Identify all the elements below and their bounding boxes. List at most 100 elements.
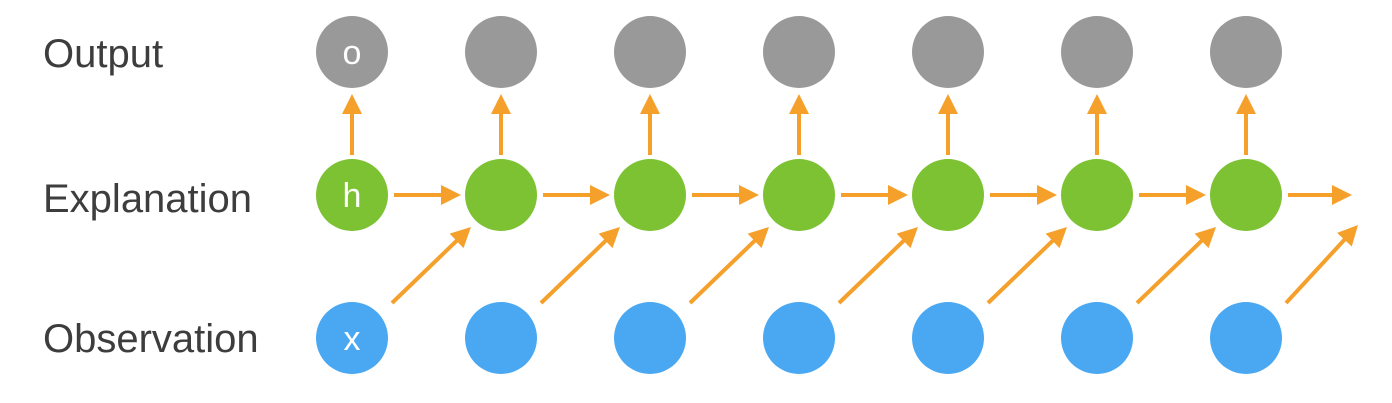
observation-to-hidden-arrow-3-head bbox=[747, 227, 769, 249]
hidden-to-hidden-arrow-3-head bbox=[739, 185, 759, 205]
hidden-to-hidden-arrow-1 bbox=[394, 185, 461, 205]
output-node-3-circle bbox=[614, 16, 686, 88]
hidden-to-hidden-arrow-3 bbox=[692, 185, 759, 205]
observation-to-hidden-arrow-7-shaft bbox=[1284, 236, 1348, 305]
output-node-7 bbox=[1210, 16, 1282, 88]
observation-node-5-circle bbox=[912, 302, 984, 374]
observation-node-6 bbox=[1061, 302, 1133, 374]
hidden-node-1-circle bbox=[316, 159, 388, 231]
observation-to-hidden-arrow-6 bbox=[1135, 227, 1216, 305]
observation-to-hidden-arrow-7 bbox=[1284, 225, 1358, 305]
output-node-5-circle bbox=[912, 16, 984, 88]
observation-to-hidden-arrow-6-head bbox=[1194, 227, 1216, 249]
output-node-2-circle bbox=[465, 16, 537, 88]
hidden-node-3-circle bbox=[614, 159, 686, 231]
output-node-1-circle bbox=[316, 16, 388, 88]
observation-node-7 bbox=[1210, 302, 1282, 374]
observation-node-7-circle bbox=[1210, 302, 1282, 374]
observation-to-hidden-arrow-2 bbox=[539, 227, 620, 305]
observation-to-hidden-arrow-5-head bbox=[1045, 227, 1067, 249]
output-node-1: o bbox=[316, 16, 388, 88]
hidden-to-output-arrow-5-head bbox=[938, 94, 958, 114]
output-node-3 bbox=[614, 16, 686, 88]
hidden-node-2-circle bbox=[465, 159, 537, 231]
output-node-7-circle bbox=[1210, 16, 1282, 88]
hidden-to-output-arrow-5 bbox=[938, 94, 958, 155]
hidden-to-output-arrow-6-head bbox=[1087, 94, 1107, 114]
hidden-to-hidden-arrow-4 bbox=[841, 185, 908, 205]
hidden-to-hidden-arrow-6 bbox=[1139, 185, 1206, 205]
hidden-node-4-circle bbox=[763, 159, 835, 231]
observation-to-hidden-arrow-7-head bbox=[1337, 225, 1358, 247]
observation-to-hidden-arrow-5-shaft bbox=[986, 238, 1056, 305]
observation-node-6-circle bbox=[1061, 302, 1133, 374]
hidden-to-output-arrow-4 bbox=[789, 94, 809, 155]
observation-node-2-circle bbox=[465, 302, 537, 374]
hidden-to-hidden-arrow-1-head bbox=[441, 185, 461, 205]
observation-node-4 bbox=[763, 302, 835, 374]
hidden-to-output-arrow-1 bbox=[342, 94, 362, 155]
observation-row-label: Observation bbox=[43, 317, 259, 361]
observation-node-letter: x bbox=[344, 320, 361, 358]
hidden-to-output-arrow-7-head bbox=[1236, 94, 1256, 114]
hidden-to-output-arrow-2 bbox=[491, 94, 511, 155]
observation-to-hidden-arrow-4-shaft bbox=[837, 238, 907, 305]
explanation-row-label: Explanation bbox=[43, 177, 252, 221]
observation-to-hidden-arrow-1-shaft bbox=[390, 238, 460, 305]
observation-to-hidden-arrow-1-head bbox=[449, 227, 471, 249]
output-node-2 bbox=[465, 16, 537, 88]
observation-to-hidden-arrow-2-shaft bbox=[539, 238, 609, 305]
observation-to-hidden-arrow-2-head bbox=[598, 227, 620, 249]
observation-node-5 bbox=[912, 302, 984, 374]
observation-to-hidden-arrow-3 bbox=[688, 227, 769, 305]
observation-node-1-circle bbox=[316, 302, 388, 374]
observation-to-hidden-arrow-5 bbox=[986, 227, 1067, 305]
hidden-to-hidden-arrow-4-head bbox=[888, 185, 908, 205]
hidden-node-1: h bbox=[316, 159, 388, 231]
observation-to-hidden-arrow-3-shaft bbox=[688, 238, 758, 305]
output-node-letter: o bbox=[343, 34, 362, 72]
hidden-to-output-arrow-3-head bbox=[640, 94, 660, 114]
observation-to-hidden-arrow-6-shaft bbox=[1135, 238, 1205, 305]
hidden-node-5-circle bbox=[912, 159, 984, 231]
hidden-to-output-arrow-1-head bbox=[342, 94, 362, 114]
hidden-to-hidden-arrow-2-head bbox=[590, 185, 610, 205]
observation-node-2 bbox=[465, 302, 537, 374]
output-node-6-circle bbox=[1061, 16, 1133, 88]
hidden-to-output-arrow-4-head bbox=[789, 94, 809, 114]
hidden-to-hidden-arrow-5 bbox=[990, 185, 1057, 205]
hidden-node-letter: h bbox=[343, 177, 362, 215]
output-row-label: Output bbox=[43, 32, 163, 76]
observation-to-hidden-arrow-4 bbox=[837, 227, 918, 305]
observation-node-1: x bbox=[316, 302, 388, 374]
hidden-to-hidden-arrow-7-head bbox=[1332, 185, 1352, 205]
observation-node-3 bbox=[614, 302, 686, 374]
hidden-node-6-circle bbox=[1061, 159, 1133, 231]
hidden-node-7-circle bbox=[1210, 159, 1282, 231]
hidden-node-4 bbox=[763, 159, 835, 231]
output-node-4 bbox=[763, 16, 835, 88]
arrows-layer bbox=[342, 94, 1358, 305]
hidden-to-output-arrow-3 bbox=[640, 94, 660, 155]
hidden-node-7 bbox=[1210, 159, 1282, 231]
output-node-5 bbox=[912, 16, 984, 88]
hidden-to-output-arrow-2-head bbox=[491, 94, 511, 114]
hidden-to-hidden-arrow-7 bbox=[1288, 185, 1352, 205]
hidden-node-6 bbox=[1061, 159, 1133, 231]
observation-node-4-circle bbox=[763, 302, 835, 374]
hidden-to-hidden-arrow-5-head bbox=[1037, 185, 1057, 205]
hidden-to-output-arrow-6 bbox=[1087, 94, 1107, 155]
hidden-node-2 bbox=[465, 159, 537, 231]
hidden-to-hidden-arrow-2 bbox=[543, 185, 610, 205]
hidden-node-3 bbox=[614, 159, 686, 231]
observation-to-hidden-arrow-1 bbox=[390, 227, 471, 305]
output-node-4-circle bbox=[763, 16, 835, 88]
hidden-to-output-arrow-7 bbox=[1236, 94, 1256, 155]
nodes-layer: o h x bbox=[316, 16, 1282, 374]
hidden-node-5 bbox=[912, 159, 984, 231]
observation-node-3-circle bbox=[614, 302, 686, 374]
output-node-6 bbox=[1061, 16, 1133, 88]
hidden-to-hidden-arrow-6-head bbox=[1186, 185, 1206, 205]
observation-to-hidden-arrow-4-head bbox=[896, 227, 918, 249]
